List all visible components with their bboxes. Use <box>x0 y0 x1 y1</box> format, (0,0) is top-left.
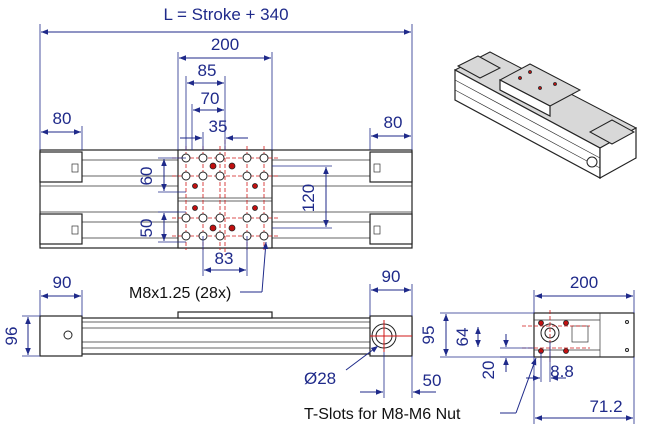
side-view-dimensions: 90 90 96 Ø28 50 T-Slots for M8-M6 Nut <box>2 267 537 423</box>
dim-120: 120 <box>299 184 318 212</box>
dim-length: L = Stroke + 340 <box>163 5 288 24</box>
dim-70: 70 <box>201 89 220 108</box>
dim-95: 95 <box>419 326 438 345</box>
dim-20: 20 <box>479 361 498 380</box>
dim-90-right: 90 <box>382 267 401 286</box>
tslot-note: T-Slots for M8-M6 Nut <box>304 406 461 423</box>
dim-50-bottom: 50 <box>423 371 442 390</box>
top-view <box>39 140 413 255</box>
side-view <box>39 311 413 357</box>
isometric-view <box>453 51 638 180</box>
dim-80-right: 80 <box>384 113 403 132</box>
dim-8-8: 8.8 <box>550 362 574 381</box>
carriage-hole-pattern <box>172 140 280 255</box>
top-view-dimensions: L = Stroke + 340 200 85 70 35 80 80 60 <box>39 5 413 302</box>
dim-96: 96 <box>2 327 21 346</box>
dim-35: 35 <box>209 117 228 136</box>
dim-200-top: 200 <box>211 35 239 54</box>
thread-note: M8x1.25 (28x) <box>129 285 231 302</box>
dim-diameter-28: Ø28 <box>304 369 336 388</box>
end-view-dimensions: 200 95 64 20 8.8 71.2 <box>419 273 635 424</box>
dim-80-left: 80 <box>53 109 72 128</box>
dim-83: 83 <box>215 249 234 268</box>
dim-64: 64 <box>453 328 472 347</box>
dim-90-left: 90 <box>53 273 72 292</box>
dim-85: 85 <box>198 61 217 80</box>
dim-200-end: 200 <box>570 273 598 292</box>
dim-71-2: 71.2 <box>589 397 622 416</box>
dim-60: 60 <box>137 167 156 186</box>
dim-50: 50 <box>137 219 156 238</box>
end-view <box>522 310 635 364</box>
